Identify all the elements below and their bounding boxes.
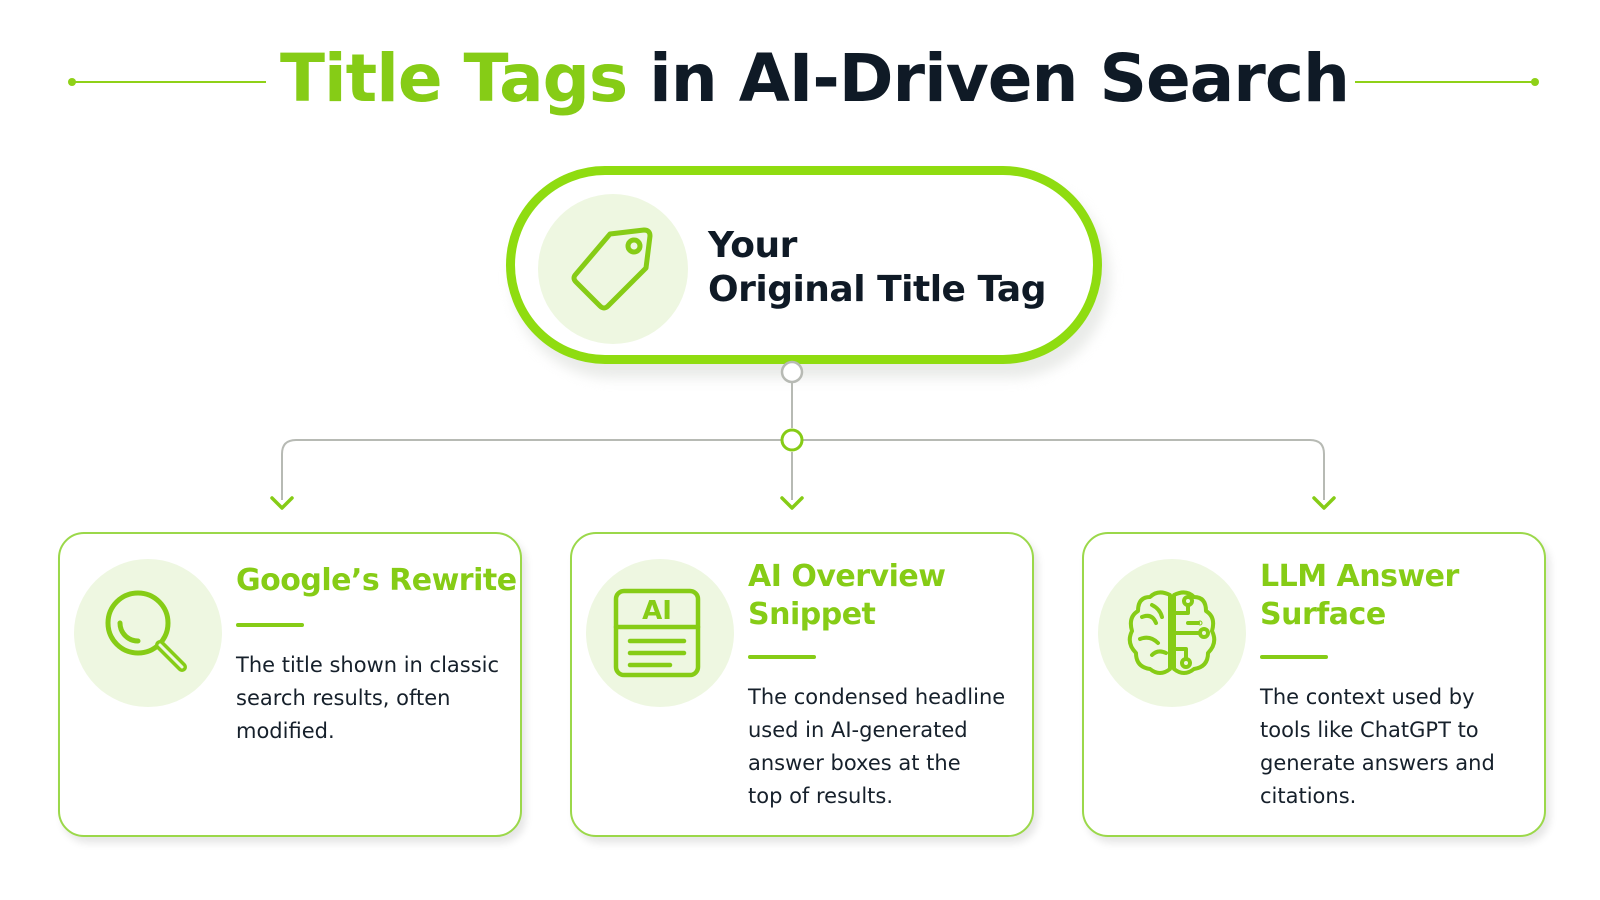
card-description-line: used in AI-generated [748,718,968,742]
card-title-line: Snippet [748,597,876,632]
card-title: AI Overview Snippet [748,558,946,634]
page-title: Title Tags in AI-Driven Search [280,36,1350,122]
brain-circuit-icon [1127,590,1217,675]
card-title-rule [748,655,816,659]
card-description-line: citations. [1260,784,1357,808]
card-description: The context used by tools like ChatGPT t… [1260,681,1530,813]
connector-node-top [780,360,804,384]
page-title-main: in AI-Driven Search [649,40,1350,117]
card-title-line: AI Overview [748,559,946,594]
card-googles-rewrite: Google’s Rewrite The title shown in clas… [58,532,522,837]
card-ai-overview-snippet: AI AI Overview Snippet The condensed hea… [570,532,1034,837]
card-description-line: The context used by [1260,685,1475,709]
magnifier-icon [105,590,187,672]
connector-branch-left [281,439,792,500]
connector-branch-right [792,439,1325,500]
card-title-line: Google’s Rewrite [236,563,517,598]
card-description-line: The title shown in classic [236,653,500,677]
card-icon-circle: AI [586,559,734,707]
card-description: The condensed headline used in AI-genera… [748,681,1018,813]
page-title-accent: Title Tags [280,40,628,117]
card-title-rule [1260,655,1328,659]
ai-document-icon: AI [613,588,701,678]
card-description-line: tools like ChatGPT to [1260,718,1479,742]
arrowhead-right [1312,496,1336,510]
card-title: Google’s Rewrite [236,562,517,600]
arrowhead-center [780,496,804,510]
card-description-line: generate answers and [1260,751,1495,775]
hub-icon-circle [538,194,688,344]
svg-text:AI: AI [642,596,672,626]
arrowhead-left [270,496,294,510]
card-title-line: LLM Answer [1260,559,1459,594]
hub-label: Your Original Title Tag [708,224,1046,312]
card-description-line: answer boxes at the [748,751,961,775]
card-description: The title shown in classic search result… [236,649,506,748]
card-title-rule [236,623,304,627]
hub-label-line-2: Original Title Tag [708,269,1046,310]
title-decor-dot-right [1531,78,1539,86]
tag-icon [571,227,653,311]
hub-label-line-1: Your [708,225,797,266]
title-decor-line-right [1355,81,1535,83]
card-icon-circle [1098,559,1246,707]
card-title: LLM Answer Surface [1260,558,1459,634]
connector-node-junction [780,428,804,452]
card-description-line: top of results. [748,784,894,808]
card-llm-answer-surface: LLM Answer Surface The context used by t… [1082,532,1546,837]
title-decor-line-left [71,81,266,83]
card-description-line: The condensed headline [748,685,1006,709]
card-description-line: modified. [236,719,335,743]
card-description-line: search results, often [236,686,451,710]
card-title-line: Surface [1260,597,1386,632]
card-icon-circle [74,559,222,707]
